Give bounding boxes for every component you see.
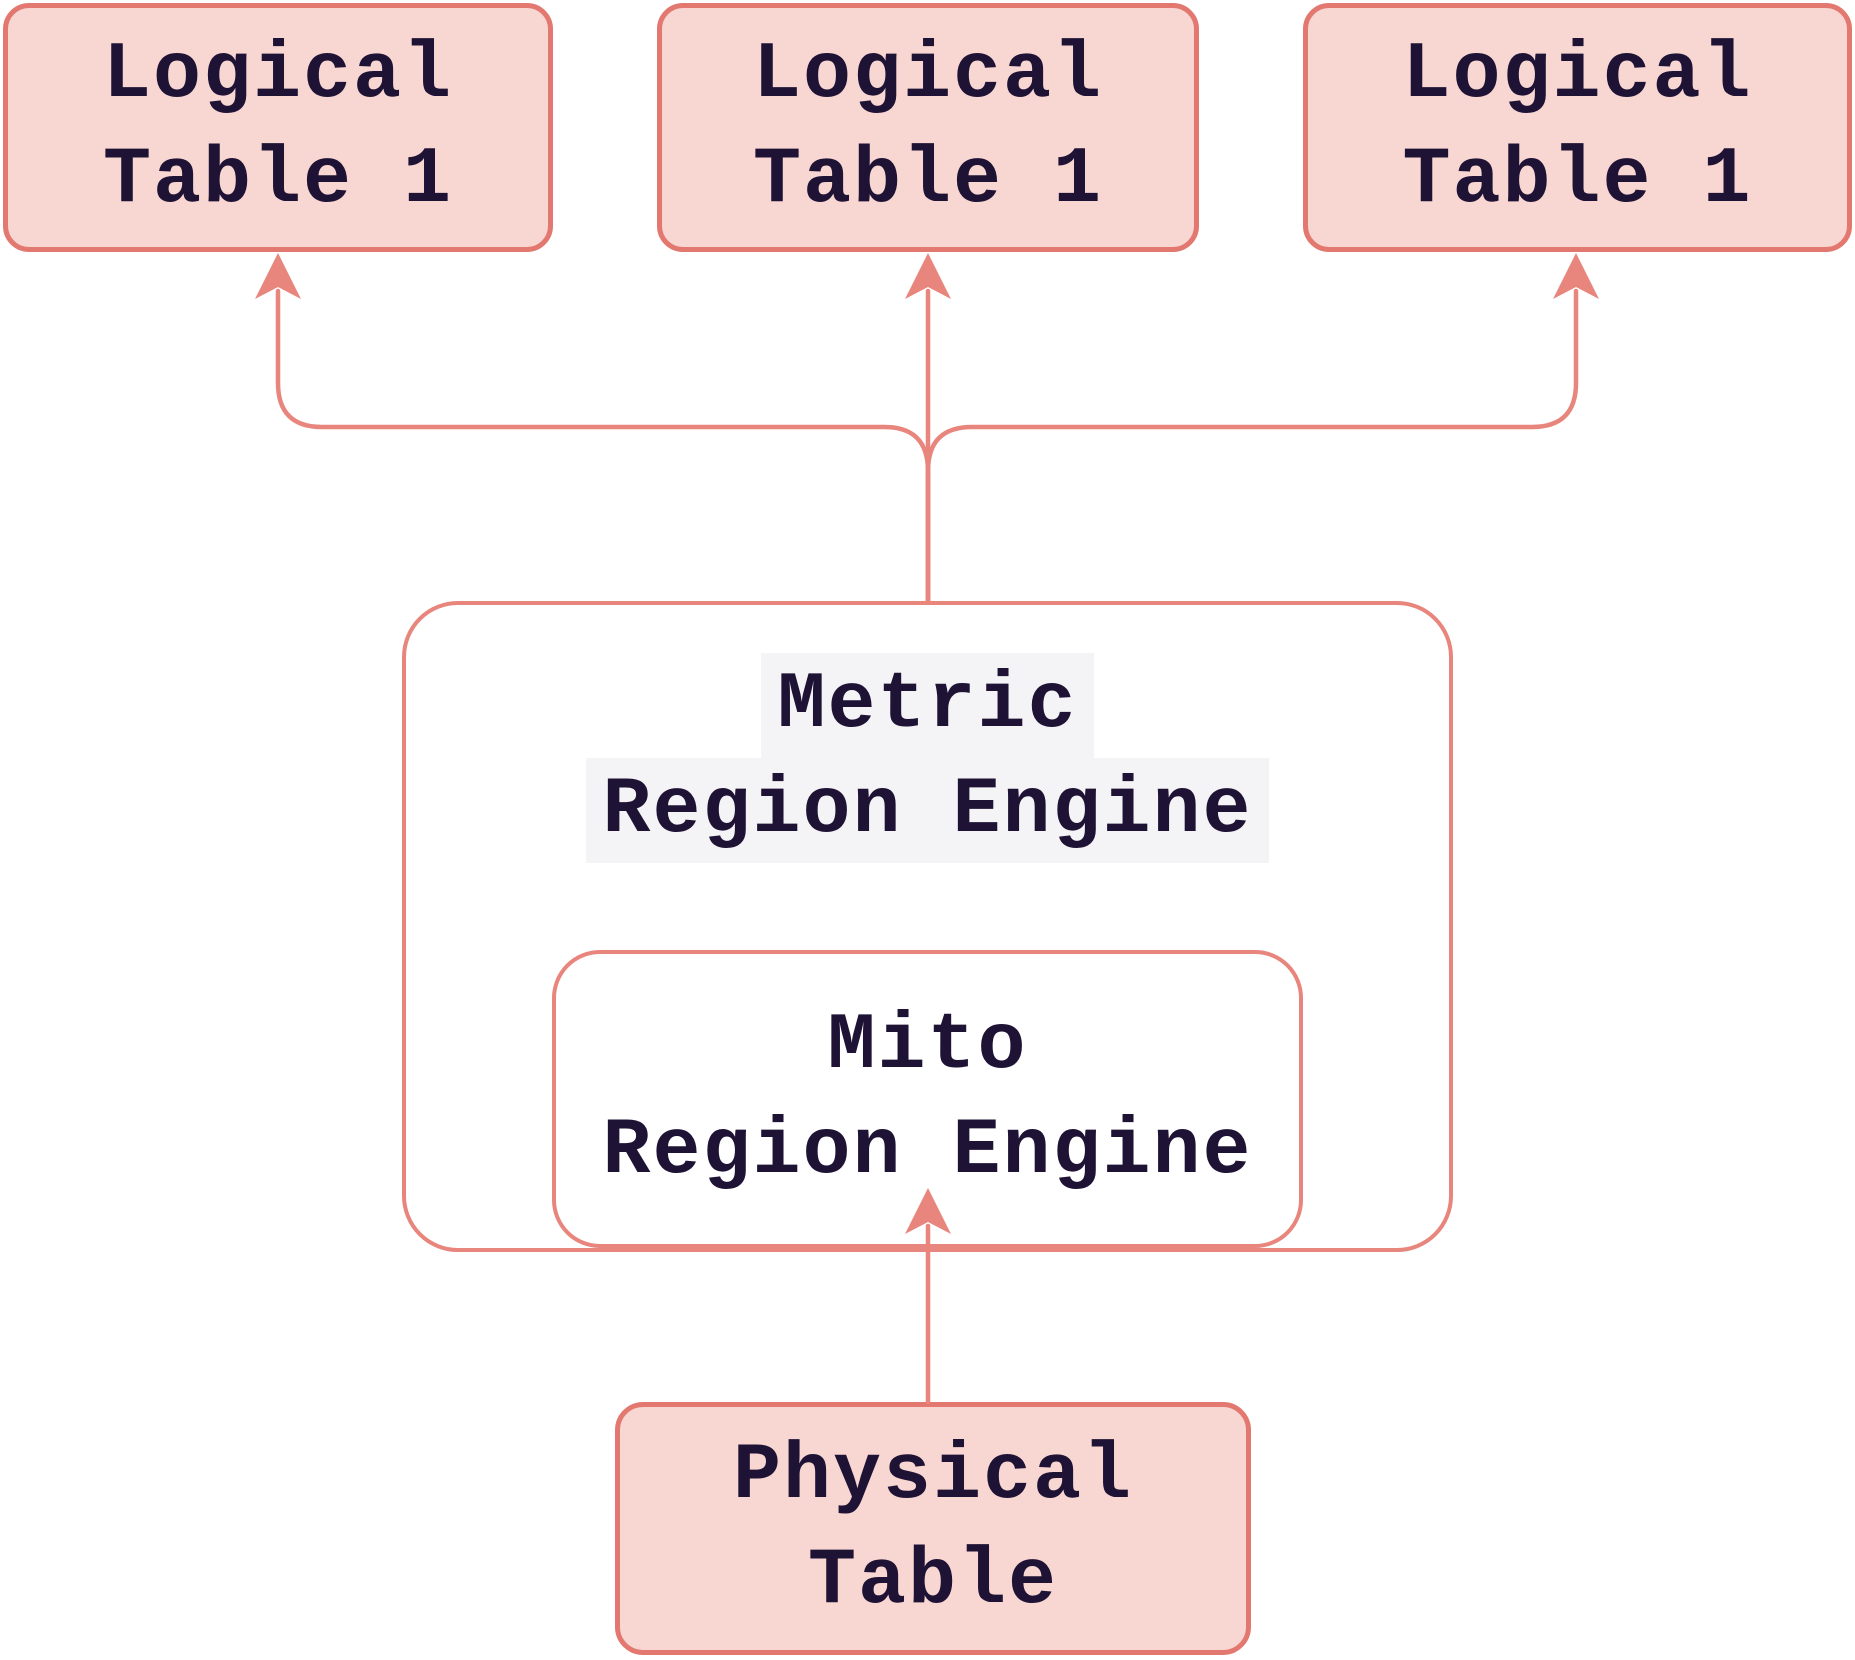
node-logical-table-1: Logical Table 1 (3, 3, 553, 252)
arrowhead-logical-2 (905, 253, 951, 299)
edge-metric-to-logical-3 (925, 288, 1579, 604)
node-label-line: Mito (827, 1001, 1028, 1092)
node-physical-table: Physical Table (615, 1402, 1251, 1655)
node-label-line: Table 1 (752, 134, 1104, 226)
arrowhead-logical-1 (255, 253, 301, 299)
node-logical-table-2: Logical Table 1 (657, 3, 1199, 252)
arrowhead-logical-3 (1553, 253, 1599, 299)
node-label-line: Region Engine (586, 758, 1269, 863)
node-label-line: Physical (732, 1430, 1134, 1522)
node-logical-table-3: Logical Table 1 (1303, 3, 1852, 252)
node-label-line: Metric (761, 653, 1094, 758)
node-label-line: Logical (102, 29, 454, 121)
node-label-line: Logical (1402, 29, 1753, 121)
node-label-line: Table 1 (102, 134, 454, 226)
node-label-line: Table 1 (1402, 134, 1753, 226)
node-mito-region-engine: Mito Region Engine (552, 950, 1303, 1248)
node-label-line: Table (807, 1535, 1059, 1627)
edge-metric-to-logical-1 (275, 288, 931, 604)
node-label-line: Logical (752, 29, 1104, 121)
node-label-line: Region Engine (602, 1106, 1253, 1197)
